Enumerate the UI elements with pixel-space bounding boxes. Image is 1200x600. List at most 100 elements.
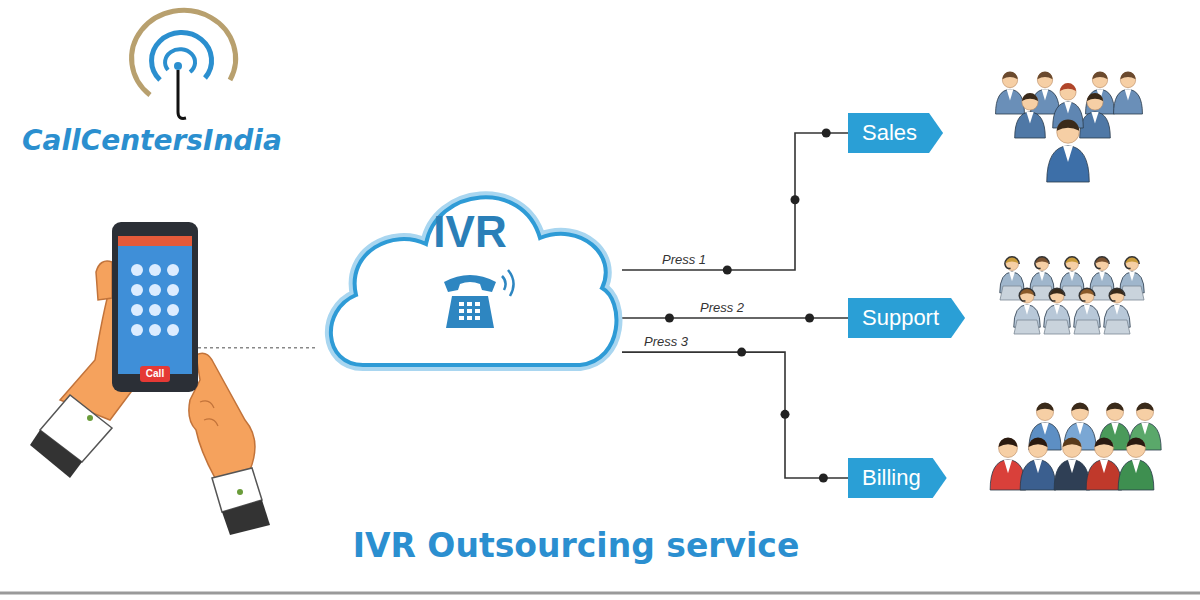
person-head [1050, 289, 1064, 303]
keypad-key [131, 304, 143, 316]
jacket-sleeve [30, 430, 82, 478]
person-head [1036, 403, 1053, 420]
logo-symbol [132, 10, 236, 118]
person-collar [1024, 305, 1030, 315]
person-collar [1076, 422, 1084, 434]
bottom-rule [0, 592, 1200, 595]
person-hair [1127, 438, 1146, 447]
person-head [1110, 289, 1124, 303]
headset [1109, 288, 1125, 301]
ivr-cloud: IVR [318, 160, 622, 392]
headset [1095, 257, 1109, 269]
person-hair [1057, 120, 1080, 131]
phone-body [112, 222, 198, 392]
headset [1019, 288, 1035, 301]
person-hair [1106, 402, 1123, 411]
junction-dot [723, 265, 732, 274]
person-hair [1120, 71, 1135, 79]
headset [1079, 288, 1095, 301]
telephone-key [459, 316, 464, 320]
person-hair [1092, 71, 1107, 79]
person-hair [1002, 71, 1017, 79]
person-hair [1029, 438, 1048, 447]
person-collar [1042, 89, 1049, 100]
cloud-outline [318, 160, 622, 392]
person-head [1037, 72, 1052, 87]
department-tag: Sales [848, 113, 943, 153]
person-figure [1054, 438, 1090, 490]
person-body [996, 89, 1025, 114]
person-collar [1084, 305, 1090, 315]
person-body [1020, 460, 1056, 490]
connector-line [198, 347, 318, 349]
person-collar [1099, 272, 1105, 281]
keypad-key [149, 304, 161, 316]
junction-dot [791, 195, 800, 204]
keypad-key [167, 324, 179, 336]
person-hair [1036, 402, 1053, 411]
headset [1049, 288, 1065, 301]
person-collar [1054, 305, 1060, 315]
telephone-key [467, 309, 472, 313]
people-groups [990, 71, 1161, 490]
telephone-key [467, 316, 472, 320]
phone-screen [118, 236, 192, 374]
laptop [1074, 320, 1100, 334]
cufflink [87, 415, 93, 421]
telephone-key [475, 309, 480, 313]
person-head [1092, 72, 1107, 87]
laptop [1104, 320, 1130, 334]
department-label: Billing [862, 467, 921, 489]
person-body [1086, 460, 1122, 490]
person-collar [1129, 272, 1135, 281]
keypad-key [131, 324, 143, 336]
person-body [1047, 146, 1090, 182]
hand-thumb [96, 261, 112, 300]
tag-shape [848, 458, 947, 498]
person-head [1066, 258, 1079, 271]
tag-shape [848, 113, 943, 153]
person-body [1054, 460, 1090, 490]
option-label: Press 3 [642, 335, 690, 349]
person-hair [1136, 402, 1153, 411]
telephone-handset [444, 275, 496, 292]
brand-name: CallCentersIndia [22, 126, 282, 157]
person-hair [1095, 438, 1114, 447]
person-collar [1114, 305, 1120, 315]
person-hair [1087, 93, 1103, 101]
junction-dot [805, 314, 814, 323]
cufflink [237, 489, 243, 495]
person-collar [1141, 422, 1149, 434]
person-collar [1007, 89, 1014, 100]
jacket-sleeve [222, 500, 270, 535]
call-button-label: Call [140, 366, 170, 382]
logo-dot [174, 62, 182, 70]
keypad-key [131, 264, 143, 276]
junction-dot [822, 129, 831, 138]
telephone-key [467, 302, 472, 306]
keypad-key [167, 284, 179, 296]
phone-status-bar [118, 236, 192, 246]
person-collar [1068, 460, 1076, 474]
person-head [1136, 403, 1153, 420]
laptop [1044, 320, 1070, 334]
person-figure [1047, 120, 1090, 182]
keypad-key [149, 284, 161, 296]
person-head [1002, 72, 1017, 87]
person-figure [996, 71, 1025, 114]
person-head [1126, 258, 1139, 271]
option-label: Press 1 [660, 253, 708, 267]
person-head [1071, 403, 1088, 420]
department-tag: Support [848, 298, 965, 338]
junction-dot [781, 410, 790, 419]
connector-line [622, 352, 848, 478]
option-label: Press 2 [698, 301, 746, 315]
department-label: Sales [862, 122, 917, 144]
connector-line [622, 317, 848, 319]
person-collar [1063, 146, 1073, 162]
person-body [1015, 112, 1046, 138]
person-figure [1086, 438, 1122, 490]
person-head [1006, 258, 1019, 271]
keypad-key [149, 324, 161, 336]
caption: IVR Outsourcing service [353, 528, 800, 564]
